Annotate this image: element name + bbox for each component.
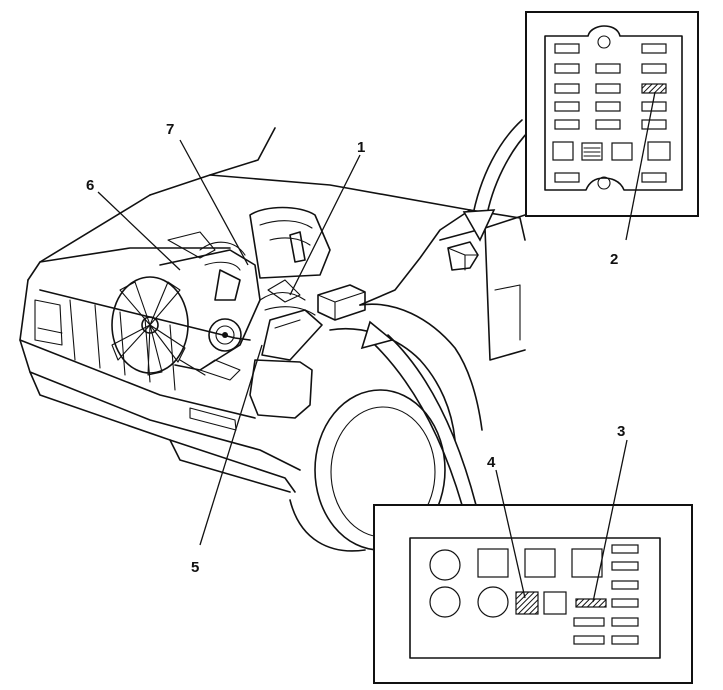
callout-6: 6	[86, 177, 94, 194]
inset-cabin-fuse-block	[525, 11, 699, 217]
callout-7: 7	[166, 121, 174, 138]
inset-engine-fuse-block	[373, 504, 693, 684]
arrows	[360, 119, 531, 506]
alternator	[208, 318, 242, 352]
fuse-3-highlight	[575, 598, 607, 608]
callout-1: 1	[357, 139, 365, 156]
leader-lines	[97, 91, 656, 603]
callout-3: 3	[617, 423, 625, 440]
fuse-2-highlight	[641, 83, 667, 94]
engine-fuse-box	[317, 284, 366, 321]
callout-labels: 1 2 3 4 5 6 7	[86, 121, 625, 576]
callout-5: 5	[191, 559, 199, 576]
engine-compartment	[111, 206, 479, 381]
cabin-fuse-box	[447, 241, 479, 271]
vehicle-body	[19, 127, 526, 552]
callout-2: 2	[610, 251, 618, 268]
callout-4: 4	[487, 454, 496, 471]
fuse-4-highlight	[515, 591, 539, 615]
radiator-fan	[111, 276, 189, 376]
